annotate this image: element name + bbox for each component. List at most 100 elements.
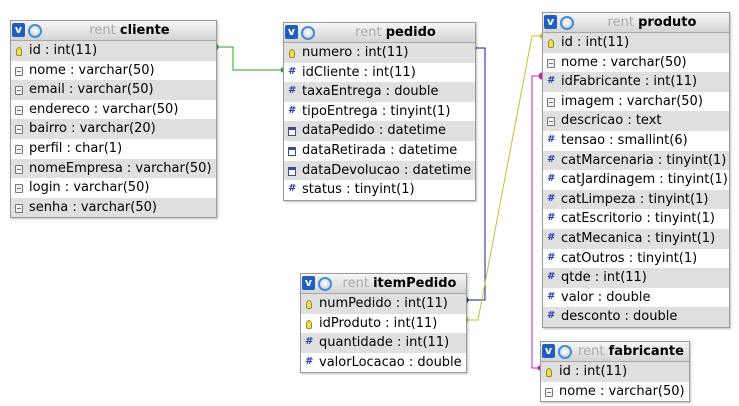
table-name: fabricante [608,344,684,359]
field-row[interactable]: nome : varchar(50) [11,61,216,81]
table-header[interactable]: v rent produto [543,13,729,33]
table-cliente[interactable]: v rent cliente id : int(11)nome : varcha… [10,20,217,219]
field-label: catJardinagem : tinyint(1) [561,172,728,188]
field-label: dataRetirada : datetime [302,142,458,158]
field-row[interactable]: status : tinyint(1) [284,180,475,200]
field-row[interactable]: catMarcenaria : tinyint(1) [543,150,729,171]
field-row[interactable]: id : int(11) [543,33,729,53]
text-type-icon [15,66,23,76]
gear-icon[interactable] [301,26,315,40]
field-row[interactable]: senha : varchar(50) [11,197,216,218]
field-label: idCliente : int(11) [302,64,416,80]
numeric-type-icon [288,87,296,96]
field-row[interactable]: dataDevolucao : datetime [284,160,475,181]
text-type-icon [15,105,23,115]
table-name: itemPedido [373,276,457,291]
text-type-icon [545,387,553,397]
primary-key-icon [546,368,552,377]
field-row[interactable]: taxaEntrega : double [284,82,475,102]
field-row[interactable]: nomeEmpresa : varchar(50) [11,158,216,179]
field-row[interactable]: id : int(11) [11,41,216,61]
field-row[interactable]: nome : varchar(50) [543,53,729,73]
table-header[interactable]: v rent pedido [284,23,475,43]
field-row[interactable]: catEscritorio : tinyint(1) [543,209,729,229]
field-row[interactable]: numero : int(11) [284,43,475,63]
numeric-type-icon [547,156,555,165]
field-label: numero : int(11) [302,45,409,60]
field-label: dataPedido : datetime [302,123,447,139]
field-row[interactable]: numPedido : int(11) [301,294,466,314]
table-header[interactable]: v rent itemPedido [301,274,466,294]
gear-icon[interactable] [28,24,42,38]
field-label: email : varchar(50) [29,82,154,98]
field-label: senha : varchar(50) [29,199,157,215]
primary-key-icon [16,47,22,56]
database-name: rent [607,15,634,30]
numeric-type-icon [288,68,296,77]
table-header[interactable]: v rent cliente [11,21,216,41]
collapse-toggle-icon[interactable]: v [285,25,298,39]
collapse-toggle-icon[interactable]: v [12,23,25,37]
field-label: dataDevolucao : datetime [302,162,472,178]
collapse-toggle-icon[interactable]: v [542,344,555,358]
numeric-type-icon [547,214,555,223]
field-label: valor : double [561,289,651,305]
field-row[interactable]: nome : varchar(50) [541,382,689,402]
field-row[interactable]: id : int(11) [541,362,689,382]
field-row[interactable]: endereco : varchar(50) [11,100,216,120]
collapse-toggle-icon[interactable]: v [302,276,315,290]
field-label: imagem : varchar(50) [561,93,703,109]
field-row[interactable]: idFabricante : int(11) [543,72,729,92]
field-row[interactable]: idCliente : int(11) [284,63,475,83]
gear-icon[interactable] [560,16,574,30]
field-row[interactable]: qtde : int(11) [543,268,729,288]
field-label: id : int(11) [559,364,628,379]
collapse-toggle-icon[interactable]: v [544,15,557,29]
field-row[interactable]: tipoEntrega : tinyint(1) [284,102,475,122]
numeric-type-icon [547,195,555,204]
field-row[interactable]: valorLocacao : double [301,353,466,373]
field-row[interactable]: tensao : smallint(6) [543,131,729,151]
relation-line[interactable] [465,35,542,321]
primary-key-icon [548,39,554,48]
field-row[interactable]: catMecanica : tinyint(1) [543,228,729,249]
gear-icon[interactable] [558,345,572,359]
field-row[interactable]: dataPedido : datetime [284,121,475,141]
field-list: numPedido : int(11)idProduto : int(11)qu… [301,294,466,372]
gear-icon[interactable] [318,277,332,291]
field-label: perfil : char(1) [29,140,123,156]
field-row[interactable]: imagem : varchar(50) [543,92,729,112]
table-produto[interactable]: v rent produto id : int(11)nome : varcha… [542,12,730,328]
field-row[interactable]: descricao : text [543,111,729,131]
field-row[interactable]: quantidade : int(11) [301,333,466,353]
table-pedido[interactable]: v rent pedido numero : int(11) idCliente … [283,22,476,201]
field-row[interactable]: valor : double [543,288,729,308]
table-name: cliente [119,23,170,38]
field-row[interactable]: idProduto : int(11) [301,314,466,334]
relation-line[interactable] [465,47,486,301]
field-label: nome : varchar(50) [29,62,155,78]
relation-line[interactable] [531,75,542,369]
field-list: id : int(11)nome : varchar(50) email : va… [11,41,216,218]
field-row[interactable]: catLimpeza : tinyint(1) [543,189,729,210]
field-row[interactable]: dataRetirada : datetime [284,141,475,161]
field-row[interactable]: desconto : double [543,307,729,327]
relation-line[interactable] [215,46,283,71]
primary-key-icon [306,300,312,309]
numeric-type-icon [547,234,555,243]
table-itemPedido[interactable]: v rent itemPedido numPedido : int(11)idP… [300,273,467,374]
numeric-type-icon [547,312,555,321]
text-type-icon [547,117,555,127]
table-header[interactable]: v rent fabricante [541,342,689,362]
field-label: desconto : double [561,309,678,325]
field-row[interactable]: perfil : char(1) [11,139,216,159]
database-name: rent [89,23,116,38]
field-row[interactable]: catOutros : tinyint(1) [543,249,729,269]
numeric-type-icon [547,77,555,86]
table-fabricante[interactable]: v rent fabricante id : int(11) nome : var… [540,341,690,403]
field-row[interactable]: email : varchar(50) [11,80,216,100]
field-row[interactable]: login : varchar(50) [11,178,216,198]
field-row[interactable]: bairro : varchar(20) [11,119,216,139]
numeric-type-icon [547,273,555,282]
field-row[interactable]: catJardinagem : tinyint(1) [543,170,729,190]
